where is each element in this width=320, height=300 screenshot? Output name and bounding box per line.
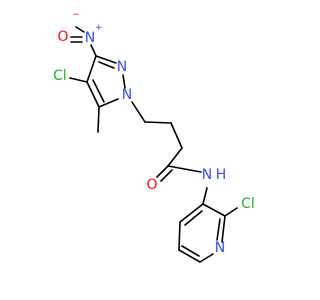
bond-c5-methyl [97,106,100,133]
atom-nitro-oxygen: O [57,29,68,45]
atom-nitro-nitrogen: N [85,30,95,46]
charge-plus: + [95,23,103,33]
bond-n2-n1 [122,74,126,89]
bond-ch2a-ch2b [144,121,172,124]
atom-pyridine-nitrogen: N [215,240,225,256]
bond-py-c6-c5-inner [181,245,200,257]
bond-py-c4-c3 [179,203,204,223]
bond-py-c2-cl [224,207,238,217]
bond-py-c2-n [221,215,226,243]
bond-c4-c3 [86,55,97,83]
bond-n1-ch2a [131,101,146,123]
atom-amide-nitrogen: N [202,167,212,183]
molecule-structure: O − N + Cl N N O N H Cl N [53,10,255,263]
bond-co-o-a [156,165,169,178]
bond-n-c3 [90,44,97,57]
bond-n1-c5 [98,98,119,108]
bond-ch2c-co [167,147,183,167]
atom-amide-oxygen: O [146,177,157,193]
charge-minus: − [72,10,80,20]
bond-no-single [75,26,85,33]
atom-pyrazole-n2: N [117,59,127,75]
bond-py-c2-n-inner [216,218,221,241]
atom-labels: O − N + Cl N N O N H Cl N [53,10,255,256]
atom-chlorine-pyridine: Cl [241,196,255,212]
bond-ch2b-ch2c [170,122,183,149]
bond-py-c6-c5 [178,249,201,263]
atom-amide-hydrogen: H [216,167,227,183]
bond-c3-n2-inner [98,61,115,69]
bond-c3-n2 [95,55,117,64]
bond-c5-c4 [86,81,100,108]
bond-nh-c3py [202,187,208,205]
bond-co-o-b [160,169,173,182]
bond-py-n-c6 [199,253,214,263]
bond-c5-c4-inner [92,79,105,103]
bonds [69,26,238,263]
bond-py-c5-c4 [178,221,181,251]
atom-pyrazole-n1: N [122,87,132,103]
atom-chlorine-pyrazole: Cl [53,68,67,84]
bond-co-nh [167,165,202,173]
bond-py-c4-c3-inner [184,210,203,226]
bond-py-c3-c2 [202,203,226,217]
bond-c4-cl [69,77,88,83]
